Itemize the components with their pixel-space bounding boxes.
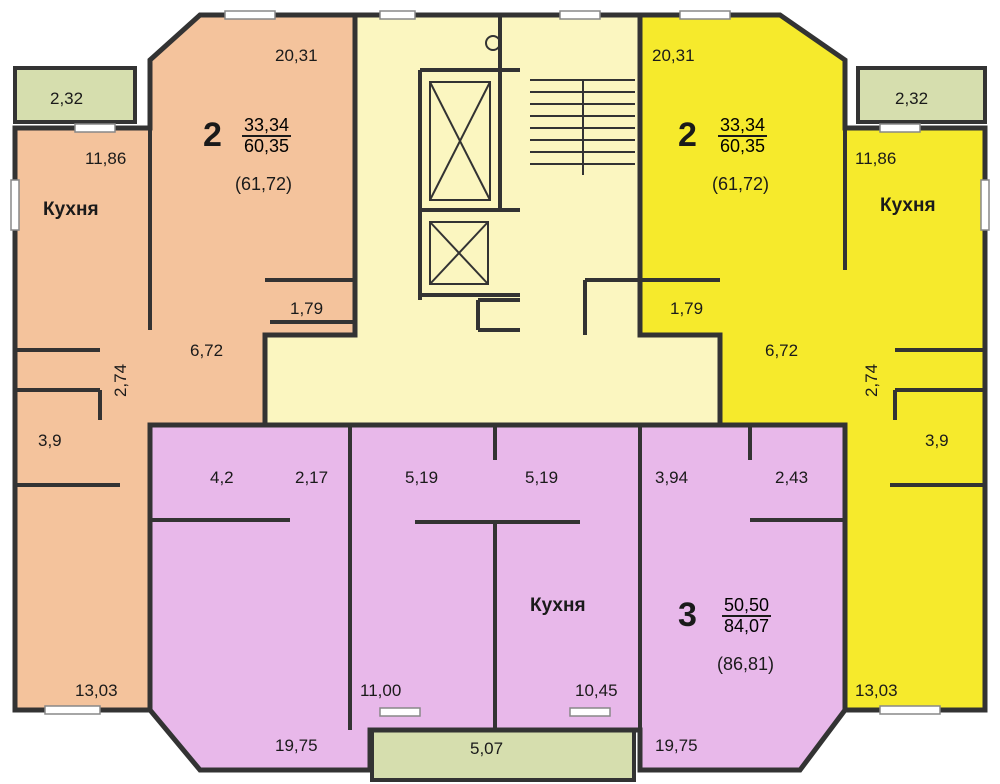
hall-area: 6,72	[190, 341, 224, 360]
room-area-label: 3,94	[655, 468, 689, 487]
room-area-label: 20,31	[275, 46, 318, 65]
bath-area: 3,9	[38, 431, 62, 450]
total-with-balcony: (61,72)	[235, 174, 293, 194]
corridor-area: 2,74	[862, 363, 882, 398]
balcony-right	[856, 66, 987, 124]
room-area-label: 20,31	[652, 46, 695, 65]
corridor-area: 2,74	[111, 363, 131, 398]
bedroom-area: 13,03	[855, 681, 898, 700]
rooms-count: 3	[678, 596, 697, 634]
closet-area: 1,79	[290, 299, 324, 318]
balcony-left	[13, 66, 137, 124]
rooms-count: 2	[203, 116, 222, 154]
elevator-icon	[429, 81, 491, 285]
living-area: 33,34	[242, 115, 292, 137]
bath-area: 3,9	[925, 431, 949, 450]
room-area-label: 4,2	[210, 468, 234, 487]
kitchen-label: Кухня	[880, 195, 936, 216]
room-area-label: 2,43	[775, 468, 809, 487]
living-area: 33,34	[718, 115, 768, 137]
closet-area: 1,79	[670, 299, 704, 318]
staircase-icon	[530, 79, 635, 175]
balcony-area: 2,32	[50, 89, 84, 108]
balcony-area: 2,32	[895, 89, 929, 108]
kitchen-label: Кухня	[530, 595, 586, 616]
living-area: 50,50	[722, 595, 772, 617]
interior-walls	[15, 15, 985, 730]
room-area-label: 5,19	[405, 468, 439, 487]
kitchen-area: 11,86	[855, 149, 897, 168]
chute-icon	[485, 35, 501, 51]
bedroom-area: 13,03	[75, 681, 118, 700]
kitchen-label: Кухня	[43, 199, 99, 220]
total-area: 60,35	[244, 135, 290, 156]
room-area-label: 5,19	[525, 468, 559, 487]
kitchen-area: 11,86	[85, 149, 127, 168]
windows	[10, 10, 990, 717]
rooms-count: 2	[678, 116, 697, 154]
room-area-label: 19,75	[275, 736, 318, 755]
hall-area: 6,72	[765, 341, 799, 360]
total-with-balcony: (86,81)	[717, 654, 775, 674]
total-area: 60,35	[720, 135, 766, 156]
total-with-balcony: (61,72)	[712, 174, 770, 194]
room-area-label: 19,75	[655, 736, 698, 755]
room-area-label: 11,00	[360, 681, 402, 700]
kitchen-area: 10,45	[575, 681, 618, 700]
room-area-label: 2,17	[295, 468, 329, 487]
balcony-area: 5,07	[470, 739, 504, 758]
total-area: 84,07	[724, 615, 770, 636]
